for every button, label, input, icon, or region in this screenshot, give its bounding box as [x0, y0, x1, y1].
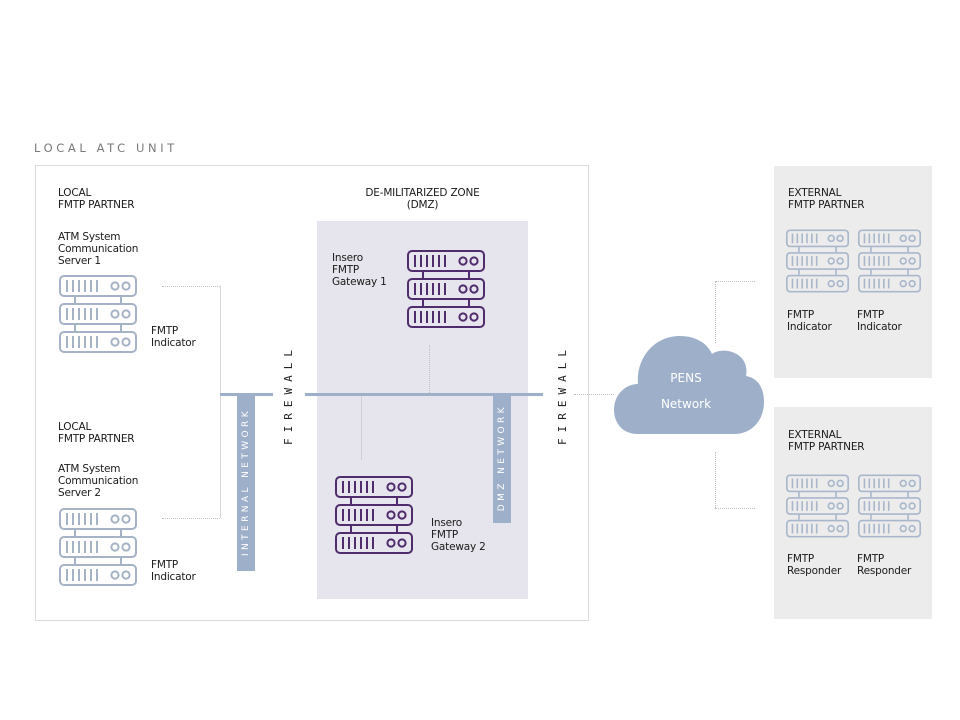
dmz-network-bus: [305, 393, 543, 396]
server-rack-icon[interactable]: [858, 229, 921, 293]
local-server-1-label: ATM System Communication Server 1: [58, 231, 139, 267]
gateway-2-label: Insero FMTP Gateway 2: [431, 517, 486, 553]
connector-line: [574, 394, 614, 395]
dmz-heading: DE-MILITARIZED ZONE (DMZ): [365, 187, 480, 211]
cloud-icon[interactable]: [614, 334, 766, 440]
server-rack-icon[interactable]: [407, 250, 485, 328]
connector-line: [361, 396, 362, 460]
local-server-1-role: FMTP Indicator: [151, 325, 196, 349]
internal-network-bar: INTERNAL NETWORK: [237, 393, 255, 571]
external-partner-2-box: [774, 407, 932, 619]
local-atc-unit-title: LOCAL ATC UNIT: [34, 141, 178, 155]
external-partner-2-heading: EXTERNAL FMTP PARTNER: [788, 429, 865, 453]
dmz-network-bar: DMZ NETWORK: [493, 393, 511, 523]
gateway-1-label: Insero FMTP Gateway 1: [332, 252, 387, 288]
external-partner-1-heading: EXTERNAL FMTP PARTNER: [788, 187, 865, 211]
external-partner-1-box: [774, 166, 932, 378]
dmz-network-label: DMZ NETWORK: [497, 404, 507, 512]
server-rack-icon[interactable]: [335, 476, 413, 554]
dmz-zone: [317, 221, 528, 599]
local-partner-1-heading: LOCAL FMTP PARTNER: [58, 187, 135, 211]
connector-line: [162, 286, 220, 287]
external-1-role-1: FMTP Indicator: [787, 309, 832, 333]
connector-line: [715, 281, 755, 282]
unit-border-segment: [588, 320, 589, 470]
connector-line: [715, 281, 716, 343]
server-rack-icon[interactable]: [858, 474, 921, 538]
server-rack-icon[interactable]: [786, 474, 849, 538]
local-server-2-label: ATM System Communication Server 2: [58, 463, 139, 499]
local-server-2-role: FMTP Indicator: [151, 559, 196, 583]
server-rack-icon[interactable]: [59, 275, 137, 353]
firewall-1-label: FIREWALL: [282, 344, 295, 446]
connector-line: [162, 518, 220, 519]
connector-line: [715, 508, 755, 509]
firewall-2-label: FIREWALL: [556, 344, 569, 446]
server-rack-icon[interactable]: [786, 229, 849, 293]
external-2-role-1: FMTP Responder: [787, 553, 842, 577]
internal-network-label: INTERNAL NETWORK: [241, 407, 251, 557]
cloud-label-line2: Network: [660, 397, 712, 411]
connector-line: [429, 345, 430, 393]
cloud-label-line1: PENS: [670, 371, 702, 385]
connector-line: [715, 452, 716, 508]
server-rack-icon[interactable]: [59, 508, 137, 586]
external-1-role-2: FMTP Indicator: [857, 309, 902, 333]
external-2-role-2: FMTP Responder: [857, 553, 912, 577]
connector-line: [220, 286, 221, 518]
local-partner-2-heading: LOCAL FMTP PARTNER: [58, 421, 135, 445]
